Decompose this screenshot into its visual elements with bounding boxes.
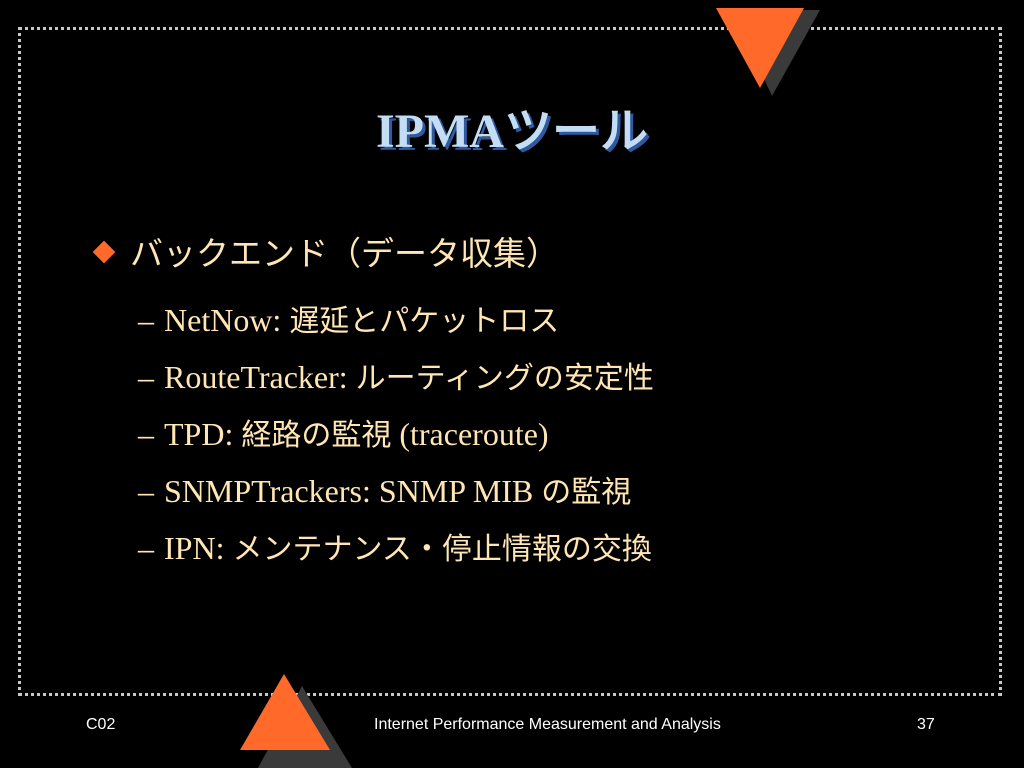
dash-marker: –: [138, 416, 154, 452]
slide-frame-border: [18, 27, 1002, 696]
footer-page-number: 37: [917, 716, 935, 733]
item-tool-name: SNMPTrackers: SNMP MIB: [164, 473, 534, 509]
item-tool-name: RouteTracker:: [164, 359, 348, 395]
bottom-triangle-decoration: [240, 674, 352, 768]
item-description: の監視: [541, 475, 632, 510]
item-description: メンテナンス・停止情報の交換: [232, 532, 652, 567]
item-note: (traceroute): [399, 416, 549, 452]
list-item: –NetNow: 遅延とパケットロス: [138, 292, 654, 349]
item-tool-name: NetNow:: [164, 302, 282, 338]
main-bullet-text: バックエンド（データ収集）: [130, 234, 559, 273]
dash-marker: –: [138, 473, 154, 509]
dash-marker: –: [138, 359, 154, 395]
list-item: –SNMPTrackers: SNMP MIB の監視: [138, 463, 654, 520]
diamond-bullet-icon: [92, 240, 116, 264]
dash-marker: –: [138, 530, 154, 566]
top-triangle-decoration: [716, 8, 820, 96]
footer-center-title: Internet Performance Measurement and Ana…: [374, 716, 721, 733]
footer-left-label: C02: [86, 716, 116, 733]
dash-marker: –: [138, 302, 154, 338]
main-bullet: バックエンド（データ収集）: [90, 230, 559, 278]
item-description: 遅延とパケットロス: [289, 304, 560, 339]
list-item: –RouteTracker: ルーティングの安定性: [138, 349, 654, 406]
list-item: –TPD: 経路の監視 (traceroute): [138, 406, 654, 463]
item-description: ルーティングの安定性: [355, 361, 654, 396]
list-item: –IPN: メンテナンス・停止情報の交換: [138, 520, 654, 577]
item-tool-name: TPD:: [164, 416, 234, 452]
sub-bullet-list: –NetNow: 遅延とパケットロス –RouteTracker: ルーティング…: [138, 292, 654, 577]
item-description: 経路の監視: [241, 418, 392, 453]
item-tool-name: IPN:: [164, 530, 225, 566]
slide-title: IPMAツール: [376, 105, 648, 158]
